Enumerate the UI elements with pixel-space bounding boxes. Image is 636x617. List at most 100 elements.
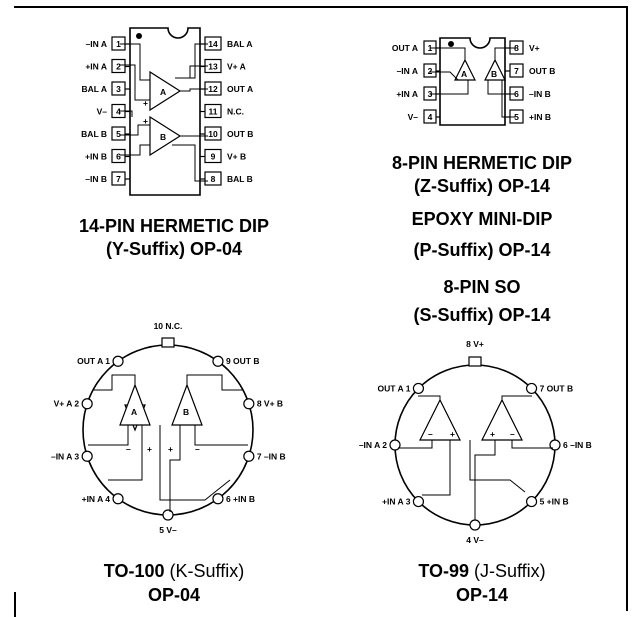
to100-pin-circle <box>212 493 224 505</box>
dip14-pin-number: 11 <box>209 107 218 117</box>
dip8-caption-2: (Z-Suffix) OP-14 <box>413 176 550 196</box>
dip14-pin-number: 4 <box>116 107 121 117</box>
to99-pin-label: 4 V– <box>466 535 484 545</box>
amp-b-label: B <box>160 132 166 142</box>
amp-b-label: B <box>491 69 497 79</box>
dip14-pin-number: 12 <box>208 84 218 94</box>
to99-pin-circle <box>412 382 425 395</box>
to99-caption-suffix: (J-Suffix) <box>469 561 546 581</box>
dip14-pin-label: V+ B <box>227 152 246 162</box>
to100-caption-2: OP-04 <box>147 585 201 605</box>
pin-8-tab <box>468 356 482 367</box>
dip14-pin-label: –IN A <box>86 39 107 49</box>
amp-b-triangle <box>171 383 203 426</box>
amp-b-triangle <box>484 58 506 81</box>
dip8-pin-number: 7 <box>514 66 519 76</box>
to99-pin-circle <box>525 495 538 508</box>
dip14-pin-number: 2 <box>116 62 121 72</box>
to99-caption-bold: TO-99 <box>418 561 469 581</box>
dip14-caption-2: (Y-Suffix) OP-04 <box>105 239 243 259</box>
to100-pin-label: 7 –IN B <box>257 451 286 461</box>
to99-pin-label: 8 V+ <box>466 339 484 349</box>
amp-b-triangle <box>481 398 523 441</box>
plus-sign: + <box>143 116 148 126</box>
amp-b-triangle <box>149 115 182 157</box>
amp-a-label: A <box>160 87 166 97</box>
to99-pin-circle <box>525 382 538 395</box>
dip14-pin-number: 8 <box>211 174 216 184</box>
to100-pin-circle <box>243 450 255 462</box>
to100-pin-label: 5 V– <box>159 525 177 535</box>
dip14-pin-label: +IN A <box>85 62 107 72</box>
dip8-pin-number: 8 <box>514 43 519 53</box>
amp-a-label: A <box>131 407 137 417</box>
to99-pin-label: 7 OUT B <box>540 383 574 393</box>
dip14-pin-number: 1 <box>116 39 121 49</box>
dip14-pin-box <box>204 126 222 141</box>
to100-pin-circle <box>81 450 93 462</box>
dip14-pin-label: BAL B <box>227 174 253 184</box>
dip8-pin-number: 4 <box>428 112 433 122</box>
dip14-pin-label: OUT A <box>227 84 253 94</box>
minus-sign: – <box>510 429 515 439</box>
amp-a-triangle <box>419 398 461 441</box>
dip8-caption-5: 8-PIN SO <box>443 277 521 297</box>
to100-pin-label: 10 N.C. <box>154 321 183 331</box>
amp-b-label: B <box>183 407 189 417</box>
dip8-caption-1: 8-PIN HERMETIC DIP <box>391 153 573 173</box>
dip14-pin-box <box>204 171 222 186</box>
dip14-pin-label: N.C. <box>227 107 244 117</box>
to100-pin-label: OUT A 1 <box>77 356 110 366</box>
dip8-pin-label: +IN A <box>396 89 418 99</box>
dip14-pin-number: 7 <box>116 174 121 184</box>
to99-pin-label: OUT A 1 <box>378 383 411 393</box>
dip8-pin-label: V– <box>408 112 419 122</box>
to99-pin-circle <box>389 439 401 451</box>
to100-pin-circle <box>212 355 224 367</box>
dip14-pin-label: –IN B <box>85 174 107 184</box>
to100-pin-circle <box>112 493 124 505</box>
frame-left-edge <box>14 592 16 617</box>
dip14-pin-number: 5 <box>116 129 121 139</box>
dip14-pin-label: V+ A <box>227 62 246 72</box>
minus-sign: – <box>195 444 200 454</box>
to99-caption-1: TO-99 (J-Suffix) <box>352 560 612 582</box>
dip14-pin-label: OUT B <box>227 129 253 139</box>
plus-sign: + <box>143 98 148 108</box>
to100-pin-circle <box>162 509 174 521</box>
dip14-pin-label: V– <box>97 107 108 117</box>
dip14-pin-label: BAL A <box>82 84 108 94</box>
dip8-pin-label: –IN B <box>529 89 551 99</box>
dip8-pin-label: OUT B <box>529 66 555 76</box>
to99-pin-label: –IN A 2 <box>359 440 387 450</box>
to99-pin-circle <box>469 519 481 531</box>
pin-10-tab <box>161 337 175 348</box>
to100-pin-circle <box>112 355 124 367</box>
dip8-caption-3: EPOXY MINI-DIP <box>411 209 553 229</box>
to99-pin-label: 5 +IN B <box>540 497 569 507</box>
to99-caption-2: OP-14 <box>455 585 509 605</box>
dip14-pin-box <box>204 148 222 164</box>
to100-pin-label: –IN A 3 <box>51 451 79 461</box>
dip14-caption-1: 14-PIN HERMETIC DIP <box>78 216 270 236</box>
dip14-pin-label: +IN B <box>85 152 107 162</box>
amp-a-triangle <box>454 58 476 81</box>
dip8-pin-label: –IN A <box>397 66 418 76</box>
to100-caption-1: TO-100 (K-Suffix) <box>44 560 304 582</box>
plus-sign: + <box>147 444 152 454</box>
dip14-pin-number: 13 <box>208 62 218 72</box>
dip14-pin-label: BAL A <box>227 39 253 49</box>
to100-pin-circle <box>81 398 93 410</box>
to99-pin-circle <box>412 495 425 508</box>
minus-sign: – <box>428 429 433 439</box>
dip14-pin-label: BAL B <box>81 129 107 139</box>
dip14-pin-number: 6 <box>116 152 121 162</box>
to100-pin-label: V+ A 2 <box>54 399 80 409</box>
dip8-pin-label: +IN B <box>529 112 551 122</box>
amp-a-label: A <box>461 69 467 79</box>
